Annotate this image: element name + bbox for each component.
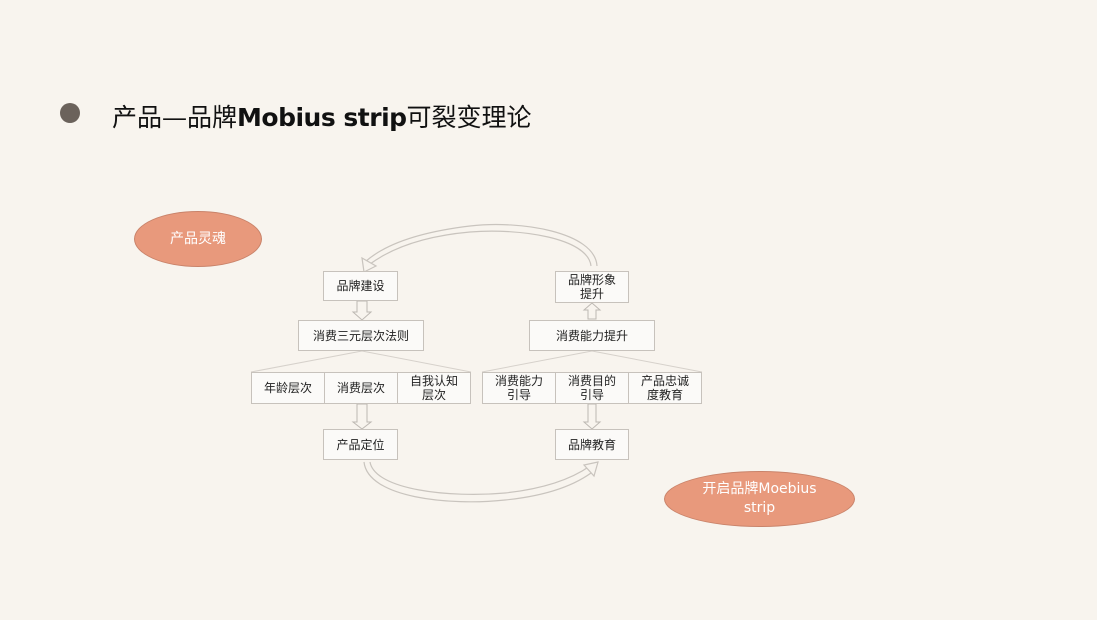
- bottom-curved-arrow: [363, 461, 599, 503]
- product-positioning-box: 产品定位: [323, 429, 398, 460]
- left-down-arrows: [351, 300, 373, 430]
- ability-guide-box: 消费能力引导: [482, 372, 556, 404]
- brand-building-box: 品牌建设: [323, 271, 398, 301]
- purpose-guide-box: 消费目的引导: [555, 372, 629, 404]
- right-fan-lines: [481, 350, 703, 373]
- page-title: 产品—品牌Mobius strip可裂变理论: [112, 103, 532, 132]
- loyalty-education-box: 产品忠诚度教育: [628, 372, 702, 404]
- product-soul-ellipse: 产品灵魂: [134, 211, 262, 267]
- consumption-level-box: 消费层次: [324, 372, 398, 404]
- age-level-box: 年龄层次: [251, 372, 325, 404]
- left-fan-lines: [250, 350, 472, 373]
- brand-education-box: 品牌教育: [555, 429, 629, 460]
- self-cognition-box: 自我认知层次: [397, 372, 471, 404]
- bullet-dot: [60, 103, 80, 123]
- right-arrows: [582, 302, 602, 430]
- top-curved-arrow: [361, 223, 598, 273]
- consumption-ability-box: 消费能力提升: [529, 320, 655, 351]
- brand-image-box: 品牌形象提升: [555, 271, 629, 303]
- consumption-rule-box: 消费三元层次法则: [298, 320, 424, 351]
